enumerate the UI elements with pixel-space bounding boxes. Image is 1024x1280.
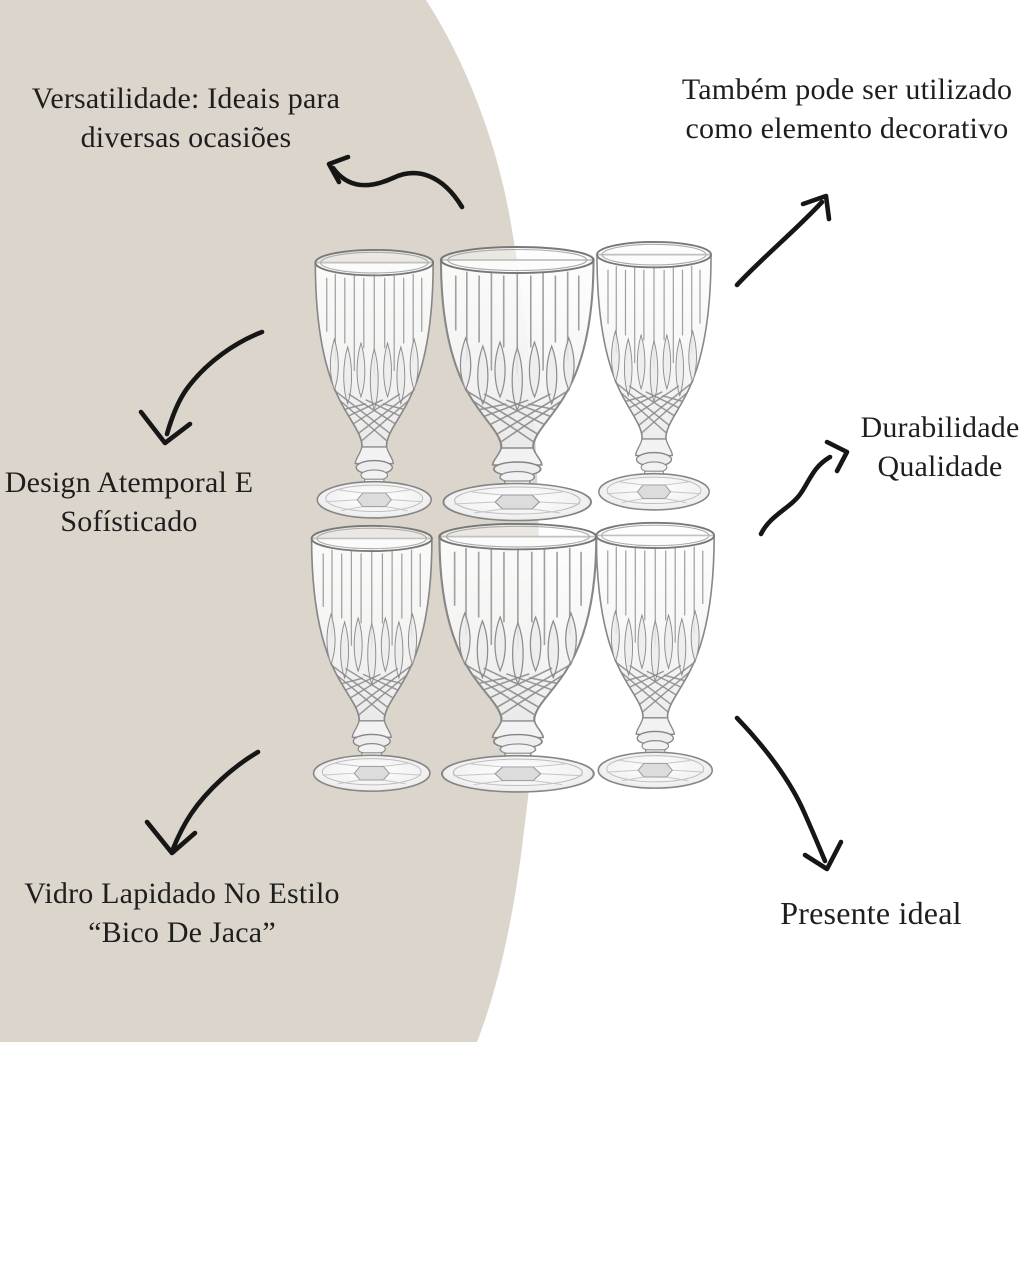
feature-versatility-line2: diversas ocasiões: [80, 121, 292, 154]
feature-design-label: Design Atemporal E Sofísticado: [0, 463, 258, 541]
arrow-to-design: [138, 329, 265, 446]
feature-design-line1: Design Atemporal E: [4, 466, 254, 499]
arrow-to-durability: [758, 439, 850, 537]
feature-decorative-label: Também pode ser utilizado como elemento …: [660, 70, 1024, 148]
feature-durability-line1: Durabilidade: [860, 411, 1020, 444]
feature-decorative-line1: Também pode ser utilizado: [681, 73, 1013, 106]
goblet-top-right: [596, 242, 712, 510]
feature-glass-style-line1: Vidro Lapidado No Estilo: [24, 877, 340, 910]
feature-gift-line1: Presente ideal: [780, 895, 962, 931]
arrow-to-glass-style: [144, 749, 261, 856]
feature-versatility-label: Versatilidade: Ideais para diversas ocas…: [20, 79, 352, 157]
arrow-to-gift: [734, 715, 844, 872]
feature-durability-label: Durabilidade Qualidade: [820, 408, 1024, 486]
feature-decorative-line2: como elemento decorativo: [685, 112, 1009, 145]
feature-durability-line2: Qualidade: [877, 450, 1003, 483]
feature-glass-style-label: Vidro Lapidado No Estilo “Bico De Jaca”: [12, 874, 352, 952]
feature-versatility-line1: Versatilidade: Ideais para: [31, 82, 341, 115]
goblet-bottom-right: [595, 523, 715, 788]
arrow-to-versatility: [326, 154, 465, 210]
feature-glass-style-line2: “Bico De Jaca”: [88, 916, 276, 949]
arrow-to-decorative: [734, 193, 832, 288]
feature-gift-label: Presente ideal: [746, 894, 996, 933]
feature-design-line2: Sofísticado: [60, 505, 198, 538]
